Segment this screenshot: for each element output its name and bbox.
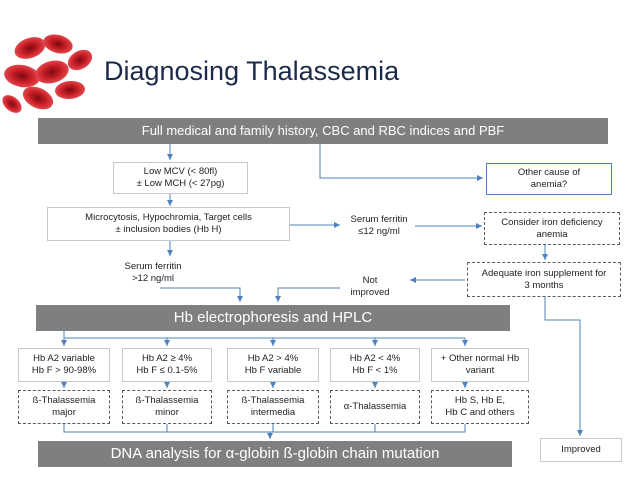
iron-supplement-line-2: 3 months: [524, 279, 564, 291]
diagnosis-box-variant: Hb S, Hb E, Hb C and others: [431, 390, 529, 424]
page-title: Diagnosing Thalassemia: [104, 56, 400, 86]
diagnosis-line: Hb S, Hb E,: [454, 395, 506, 406]
criteria-line: Hb F > 90-98%: [31, 365, 97, 376]
other-cause-line-1: Other cause of: [517, 167, 581, 178]
history-step-bar: Full medical and family history, CBC and…: [38, 118, 608, 144]
criteria-line: Hb A2 > 4%: [247, 353, 299, 364]
diagnosis-line: ß-Thalassemia: [135, 395, 199, 406]
ferritin-low-line-1: Serum ferritin: [350, 214, 408, 225]
criteria-box-variant: + Other normal Hb variant: [431, 348, 529, 382]
ferritin-low-label: Serum ferritin ≤12 ng/ml: [343, 212, 415, 240]
microcytosis-line-1: Microcytosis, Hypochromia, Target cells: [85, 212, 252, 223]
diagnosis-line: ß-Thalassemia: [241, 395, 305, 406]
diagnosis-line: major: [52, 407, 76, 418]
criteria-line: Hb F ≤ 0.1-5%: [136, 365, 198, 376]
ferritin-high-label: Serum ferritin >12 ng/ml: [108, 259, 198, 287]
low-mcv-box: Low MCV (< 80fl) ± Low MCH (< 27pg): [113, 162, 248, 194]
ferritin-high-line-2: >12 ng/ml: [132, 273, 174, 284]
diagnosis-box-alpha: α-Thalassemia: [330, 390, 420, 424]
diagnosis-box-intermedia: ß-Thalassemia intermedia: [227, 390, 319, 424]
diagnosis-box-minor: ß-Thalassemia minor: [122, 390, 212, 424]
criteria-box-intermedia: Hb A2 > 4% Hb F variable: [227, 348, 319, 382]
other-cause-line-2: anemia?: [530, 179, 568, 190]
diagnosis-line: Hb C and others: [445, 407, 515, 418]
criteria-line: Hb A2 ≥ 4%: [141, 353, 193, 364]
not-improved-line-2: improved: [350, 287, 390, 298]
diagnosis-line: intermedia: [250, 407, 296, 418]
diagnosis-line: α-Thalassemia: [343, 401, 407, 412]
red-blood-cells-image: [2, 34, 93, 113]
iron-deficiency-box: Consider iron deficiency anemia: [484, 212, 620, 245]
criteria-line: Hb A2 < 4%: [349, 353, 401, 364]
diagnosis-line: ß-Thalassemia: [32, 395, 96, 406]
criteria-line: variant: [465, 365, 495, 376]
iron-deficiency-line-2: anemia: [536, 228, 568, 240]
not-improved-line-1: Not: [362, 275, 378, 286]
not-improved-label: Not improved: [340, 273, 400, 301]
microcytosis-line-2: ± inclusion bodies (Hb H): [115, 224, 222, 235]
low-mcv-line-2: ± Low MCH (< 27pg): [136, 178, 225, 189]
microcytosis-box: Microcytosis, Hypochromia, Target cells …: [47, 207, 290, 241]
diagnosis-box-major: ß-Thalassemia major: [18, 390, 110, 424]
low-mcv-line-1: Low MCV (< 80fl): [143, 166, 218, 177]
criteria-box-minor: Hb A2 ≥ 4% Hb F ≤ 0.1-5%: [122, 348, 212, 382]
criteria-line: Hb F variable: [244, 365, 302, 376]
ferritin-high-line-1: Serum ferritin: [124, 261, 182, 272]
iron-supplement-box: Adequate iron supplement for 3 months: [467, 262, 621, 297]
criteria-line: Hb A2 variable: [33, 353, 95, 364]
iron-supplement-line-1: Adequate iron supplement for: [481, 267, 607, 279]
criteria-box-major: Hb A2 variable Hb F > 90-98%: [18, 348, 110, 382]
improved-label: Improved: [561, 444, 601, 455]
criteria-line: + Other normal Hb: [440, 353, 520, 364]
ferritin-low-line-2: ≤12 ng/ml: [358, 226, 400, 237]
criteria-box-alpha: Hb A2 < 4% Hb F < 1%: [330, 348, 420, 382]
electrophoresis-bar: Hb electrophoresis and HPLC: [36, 305, 510, 331]
criteria-line: Hb F < 1%: [352, 365, 398, 376]
dna-analysis-bar: DNA analysis for α-globin ß-globin chain…: [38, 441, 512, 467]
iron-deficiency-line-1: Consider iron deficiency: [501, 216, 603, 228]
diagnosis-line: minor: [155, 407, 179, 418]
other-cause-box: Other cause of anemia?: [486, 163, 612, 195]
improved-box: Improved: [540, 438, 622, 462]
